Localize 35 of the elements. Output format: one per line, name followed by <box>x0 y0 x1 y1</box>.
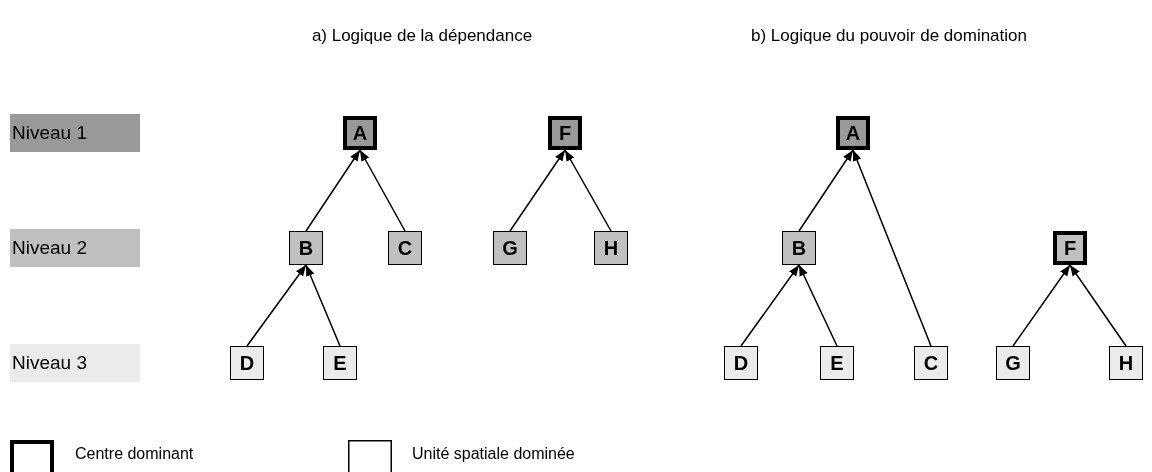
arrow <box>359 149 406 232</box>
arrow <box>305 264 341 347</box>
arrow <box>564 149 612 232</box>
dominated-unit-box: G <box>996 346 1030 380</box>
level-band: Niveau 3 <box>10 344 140 382</box>
dominated-unit-box: B <box>782 231 816 265</box>
arrow <box>1069 264 1127 347</box>
dominated-unit-box: B <box>289 231 323 265</box>
arrow <box>305 149 361 232</box>
dominated-unit-box: C <box>388 231 422 265</box>
dominated-unit-box: E <box>820 346 854 380</box>
arrow <box>509 149 566 232</box>
dominated-unit-box: D <box>230 346 264 380</box>
panel-title: a) Logique de la dépendance <box>311 26 533 46</box>
level-band: Niveau 1 <box>10 114 140 152</box>
dominated-unit-box: G <box>493 231 527 265</box>
arrow <box>740 264 800 347</box>
arrow <box>798 264 838 347</box>
level-band: Niveau 2 <box>10 229 140 267</box>
dominant-centre-box: F <box>548 116 582 150</box>
dominated-unit-box: H <box>594 231 628 265</box>
panel-title: b) Logique du pouvoir de domination <box>751 26 1027 46</box>
dominated-unit-box: C <box>914 346 948 380</box>
dominated-unit-box: D <box>724 346 758 380</box>
arrow <box>852 149 932 347</box>
dominated-unit-box: H <box>1109 346 1143 380</box>
dominant-centre-box: A <box>343 116 377 150</box>
legend-text: Unité spatiale dominée <box>412 445 575 463</box>
dominant-centre-box: F <box>1053 231 1087 265</box>
arrow <box>798 149 854 232</box>
dominated-unit-box: E <box>323 346 357 380</box>
arrow <box>246 264 307 347</box>
arrow <box>1012 264 1071 347</box>
dominant-centre-box: A <box>836 116 870 150</box>
legend-text: Centre dominant <box>75 445 194 463</box>
